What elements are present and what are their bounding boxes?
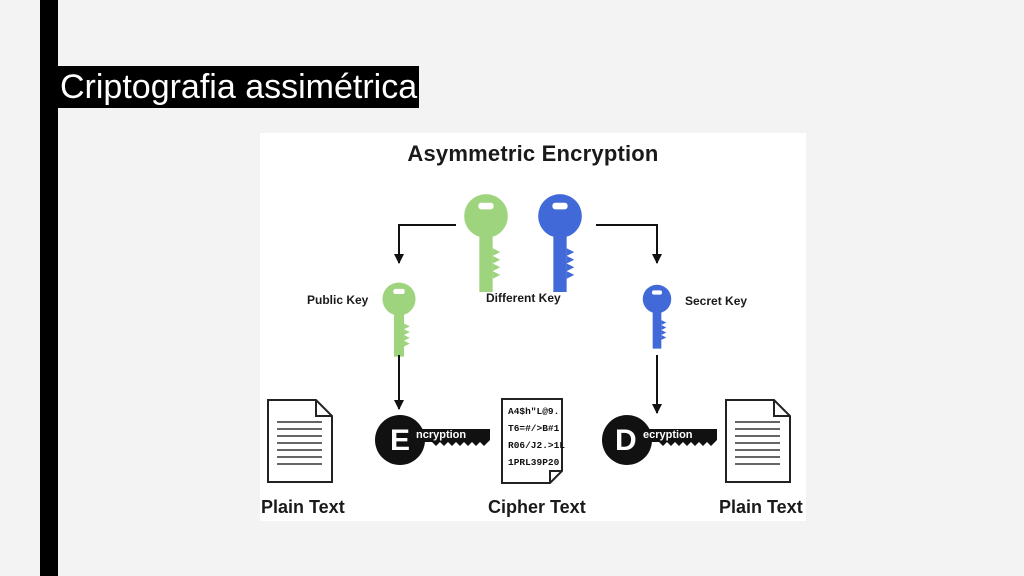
- public-key-icon: [382, 282, 416, 357]
- left-accent-bar: [40, 0, 58, 576]
- arrow-to-secret-key: [596, 224, 662, 264]
- encryption-badge-letter: E: [390, 424, 411, 457]
- blue-key-top-icon: [538, 194, 582, 292]
- slide-title: Criptografia assimétrica: [58, 66, 420, 108]
- diagram-graphics: [267, 194, 791, 484]
- secret-key-icon: [642, 284, 672, 349]
- cipher-text-label: Cipher Text: [488, 497, 586, 517]
- arrow-to-public-key: [394, 224, 456, 264]
- diagram-title: Asymmetric Encryption: [407, 141, 659, 166]
- plain-text-left-document-icon: [267, 399, 333, 483]
- encryption-badge-word: ncryption: [416, 429, 467, 441]
- decryption-badge-word: ecryption: [643, 429, 693, 441]
- plain-text-left-label: Plain Text: [261, 497, 345, 517]
- cipher-line-3: R06/J2.>1L: [508, 440, 566, 451]
- cipher-line-4: 1PRL39P20: [508, 457, 560, 468]
- plain-text-right-label: Plain Text: [719, 497, 803, 517]
- cipher-text-document-icon: [501, 398, 563, 484]
- different-key-label: Different Key: [486, 291, 561, 305]
- public-key-label: Public Key: [307, 293, 369, 307]
- secret-key-label: Secret Key: [685, 294, 748, 308]
- decryption-badge-letter: D: [615, 424, 637, 457]
- cipher-line-2: T6=#/>B#1: [508, 423, 560, 434]
- asymmetric-encryption-diagram: Asymmetric Encryption Public Key Differe…: [260, 133, 806, 521]
- cipher-line-1: A4$h"L@9.: [508, 406, 560, 417]
- green-key-top-icon: [464, 194, 508, 292]
- plain-text-right-document-icon: [725, 399, 791, 483]
